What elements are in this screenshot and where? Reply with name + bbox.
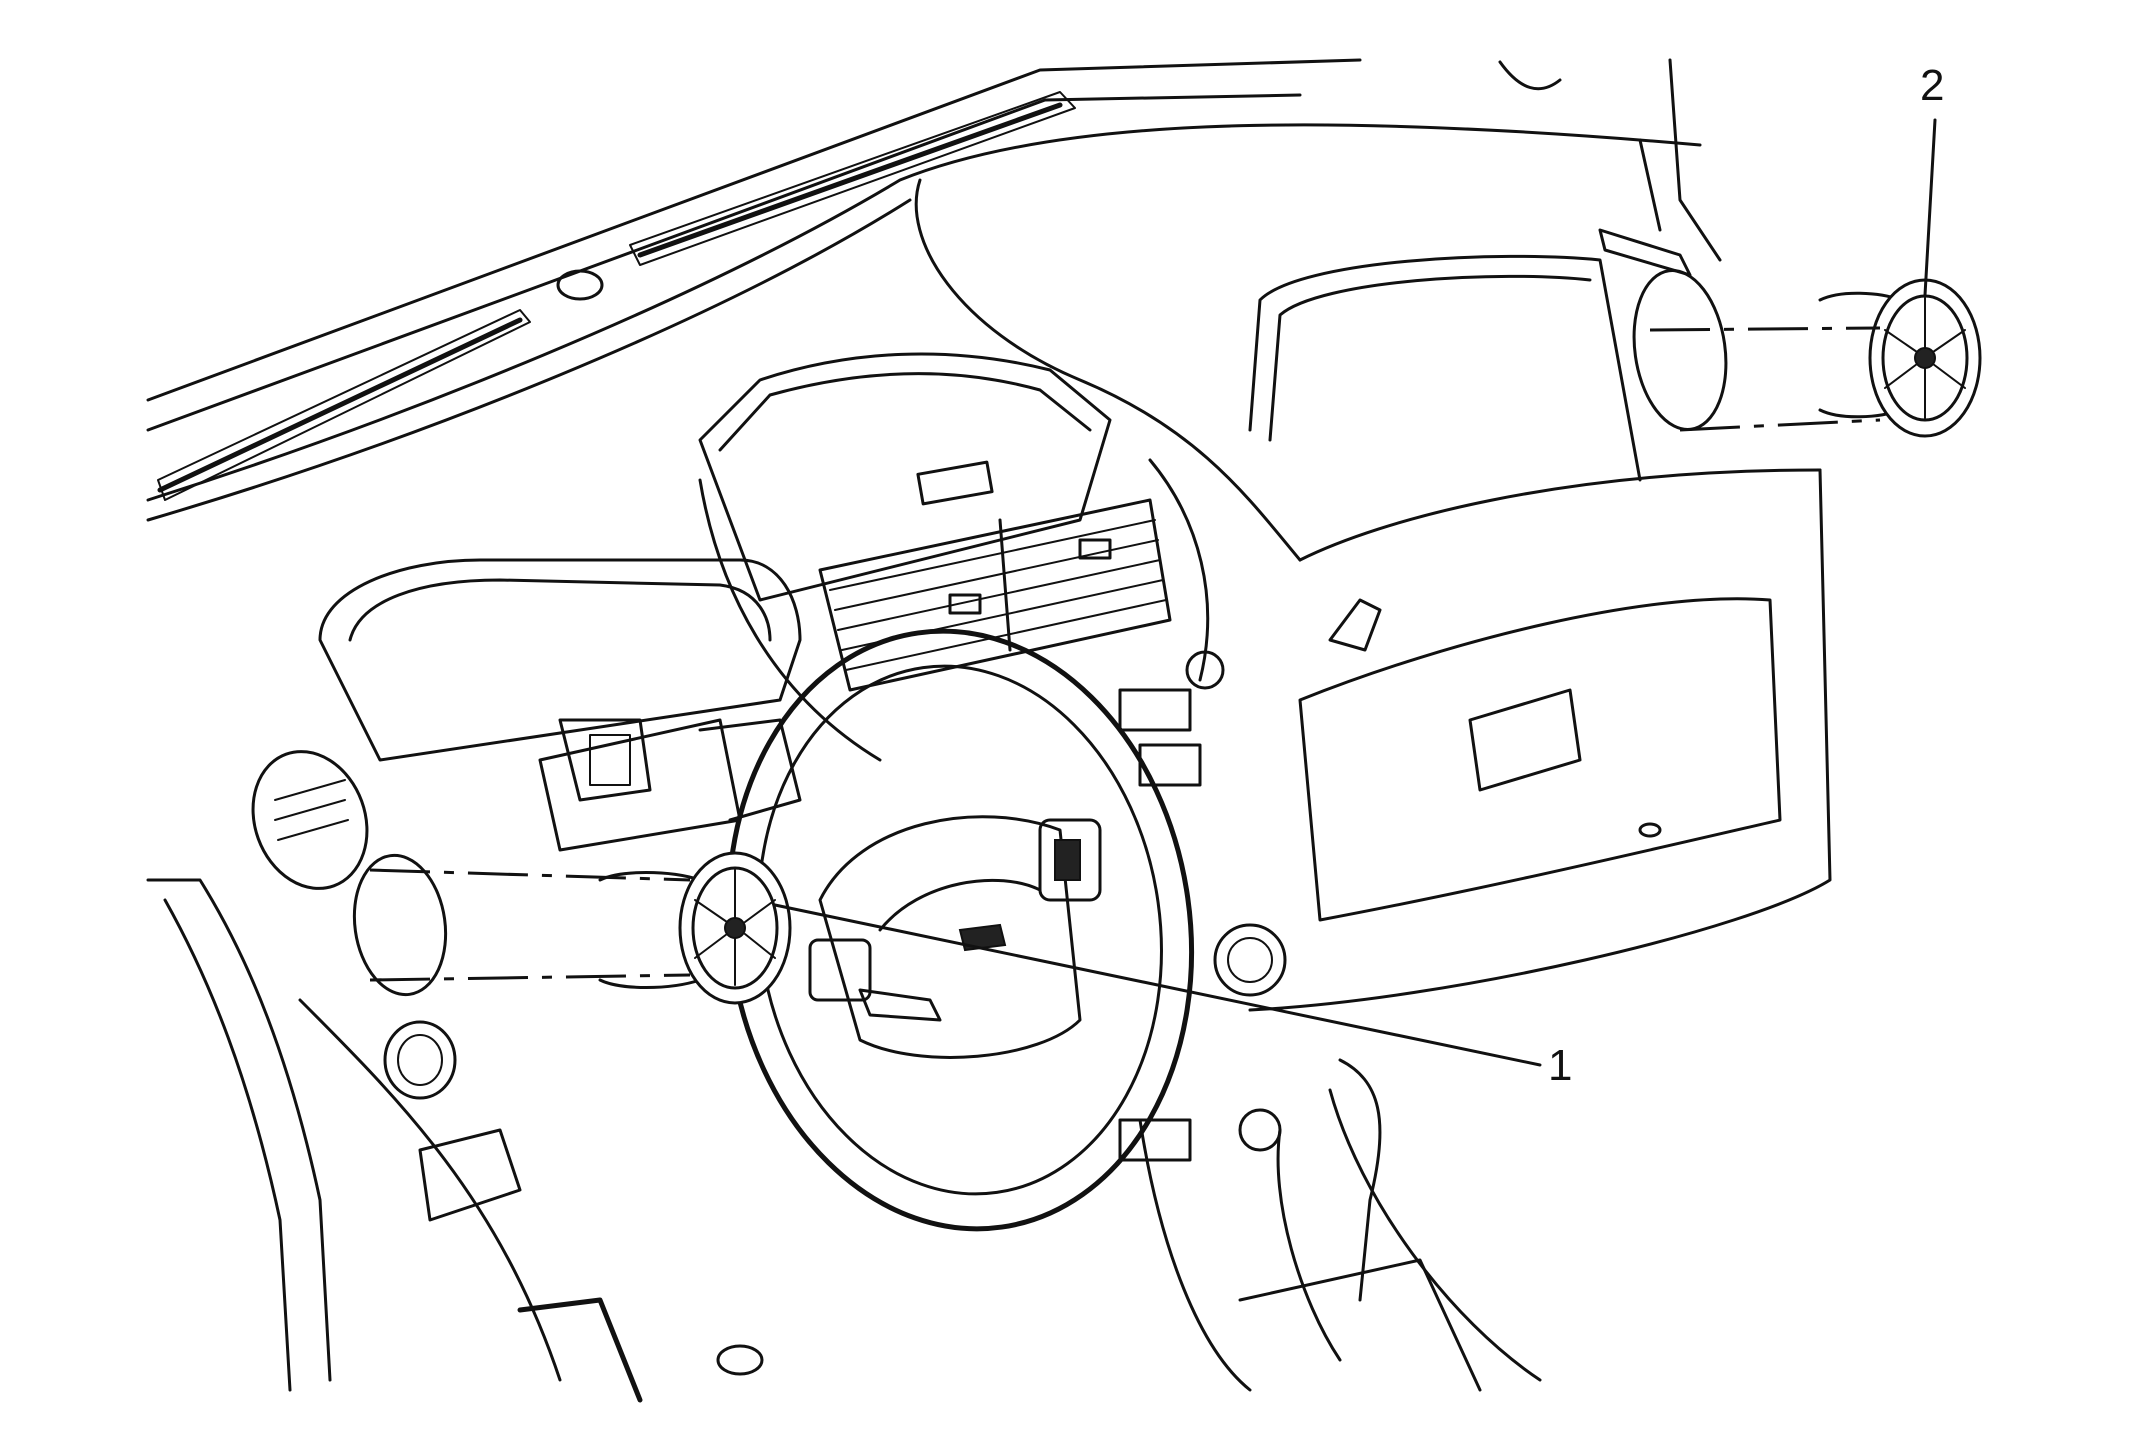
callout-2-label: 2 <box>1920 61 1944 110</box>
driver-side-panel <box>146 750 562 1392</box>
center-stack <box>698 352 1287 997</box>
callout-2: 2 <box>1920 61 1944 297</box>
callout-1-label: 1 <box>1548 1041 1572 1090</box>
passenger-dash <box>914 178 1832 1012</box>
center-console <box>517 1058 1542 1403</box>
vent-outlet-right <box>1598 228 1982 438</box>
callout-1: 1 <box>773 903 1572 1090</box>
instrument-cluster <box>318 558 802 852</box>
dash-top-trim <box>146 58 1722 522</box>
vent-outlet-left <box>352 851 792 1005</box>
